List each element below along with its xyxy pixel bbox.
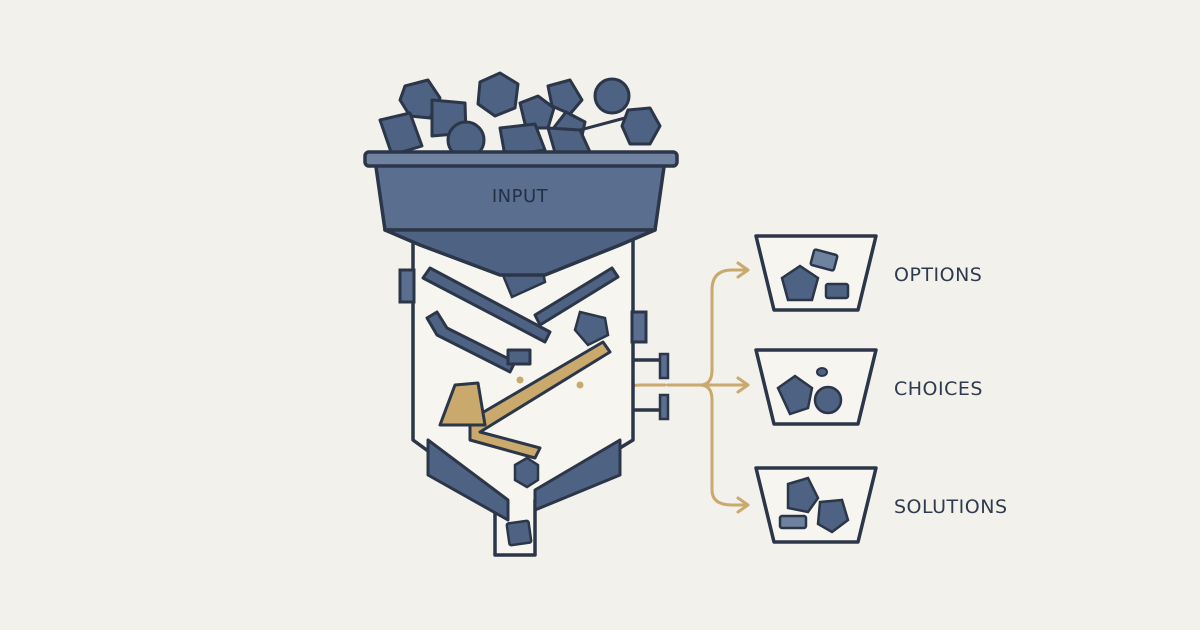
pile-hex-right — [620, 106, 662, 146]
bin-choices-hex — [776, 374, 814, 416]
lower-funnel-left — [426, 438, 510, 522]
bin-choices-pebble — [816, 367, 828, 377]
bin-solutions-diamond — [816, 498, 850, 534]
left-bracket — [398, 268, 416, 304]
gold-node-2 — [576, 381, 584, 389]
deflector-plates — [421, 266, 620, 374]
hopper-label: INPUT — [492, 186, 549, 207]
arrowhead-options — [736, 261, 750, 279]
pile-hex-left — [398, 78, 442, 120]
pile-pent-center — [518, 94, 556, 130]
sorting-arm-bar — [468, 340, 612, 460]
arrowhead-solutions — [736, 496, 750, 514]
arrowhead-choices — [736, 376, 750, 394]
pile-block-left — [378, 111, 424, 157]
pile-circle-b — [593, 77, 631, 115]
deflector-upper-left — [421, 266, 552, 344]
deflector-mid-block — [506, 348, 532, 366]
pile-block-front — [498, 122, 547, 158]
hopper-neck — [383, 228, 657, 277]
input-pile — [378, 71, 662, 160]
bin-options-body — [754, 234, 878, 312]
branch-to-options — [698, 268, 748, 387]
bin-solutions-label: SOLUTIONS — [894, 496, 1008, 518]
output-bin-solutions: SOLUTIONS — [754, 466, 1008, 544]
pile-pent-right — [546, 78, 584, 116]
machine-body — [398, 238, 670, 557]
lower-funnel-right — [533, 438, 622, 512]
output-bin-choices: CHOICES — [754, 348, 983, 426]
exit-piece-block — [505, 519, 533, 547]
output-bin-options: OPTIONS — [754, 234, 982, 312]
output-branch — [666, 261, 750, 514]
gold-node-1 — [516, 376, 524, 384]
bin-solutions-bar — [778, 514, 808, 530]
exit-piece-hex — [513, 456, 540, 489]
hopper-rim — [363, 150, 679, 168]
deflector-upper-right — [533, 266, 620, 327]
bin-options-label: OPTIONS — [894, 264, 982, 286]
bin-options-block-b — [824, 282, 850, 300]
hopper: INPUT — [363, 150, 679, 277]
right-bracket — [630, 310, 648, 344]
bin-choices-circle — [813, 385, 843, 415]
bin-choices-body — [754, 348, 878, 426]
pile-hex-top — [476, 71, 520, 118]
bin-choices-label: CHOICES — [894, 378, 983, 400]
bin-options-pentagon — [780, 264, 820, 302]
output-port — [633, 352, 670, 421]
sorting-arm-bucket — [438, 381, 487, 427]
sorting-arm — [438, 340, 612, 460]
bin-solutions-body — [754, 466, 878, 544]
falling-piece-chip — [573, 310, 610, 347]
branch-to-solutions — [698, 383, 748, 507]
bin-solutions-pent — [786, 476, 820, 514]
bin-options-block-a — [809, 248, 839, 272]
